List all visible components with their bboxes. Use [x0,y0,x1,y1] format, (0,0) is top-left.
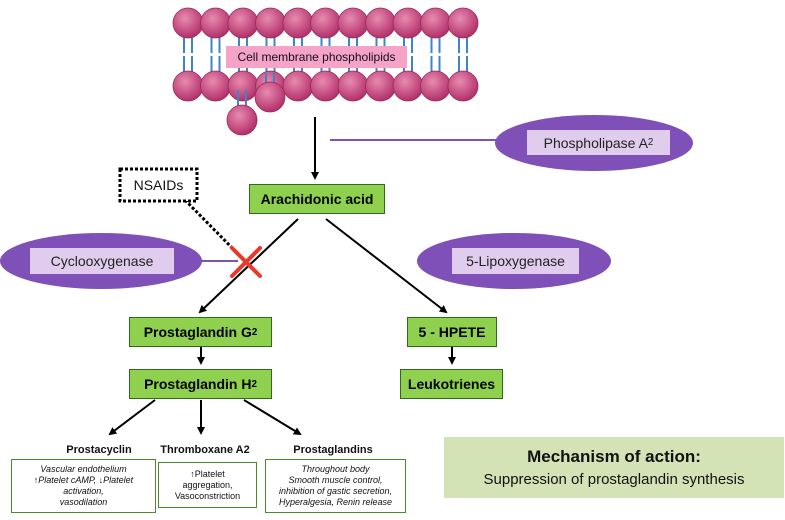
thromboxane-line: Vasoconstriction [174,490,241,501]
cyclooxygenase-text: Cyclooxygenase [50,253,154,269]
phospholipid-head [282,7,314,39]
hpete-node: 5 - HPETE [407,317,497,347]
arrow-pgh2-to-prostaglandins [243,399,302,436]
prostacyclin-line: ↑Platelet cAMP, ↓Platelet [33,475,134,485]
phospholipid-head [227,70,259,102]
prostaglandins-line: inhibition of gastic secretion, [278,486,393,496]
prostaglandins-line: Smooth muscle control, [288,475,383,485]
hpete-text: 5 - HPETE [418,324,486,340]
phospholipid-bilayer [172,7,479,136]
nsaids-label: NSAIDs [122,171,195,199]
membrane-label: Cell membrane phospholipids [226,46,407,68]
arachidonic-acid-node: Arachidonic acid [249,184,385,214]
phospholipid-head [254,81,286,113]
prostaglandin-g2-subscript: 2 [251,326,258,338]
inhibition-cross-icon [230,246,262,278]
phospholipid-head [365,7,396,39]
prostaglandins-heading-text: Prostaglandins [293,444,373,456]
phospholipid-head [337,70,369,102]
prostacyclin-line: Vascular endothelium [40,464,127,474]
phospholipid-head [227,7,259,39]
thromboxane-heading-text: Thromboxane A2 [160,444,250,456]
prostaglandins-effects-box: Throughout body Smooth muscle control, i… [265,459,406,513]
prostaglandins-line: Hyperalgesia, Renin release [278,497,393,507]
phospholipase-text: Phospholipase A [543,134,648,151]
prostaglandin-g2-text: Prostaglandin G [143,324,252,340]
phospholipid-head [255,7,286,39]
prostaglandins-heading: Prostaglandins [272,442,394,458]
phospholipid-head [420,7,451,39]
phospholipid-head [420,70,451,102]
phospholipid-head [226,104,258,136]
prostacyclin-effects-box: Vascular endothelium ↑Platelet cAMP, ↓Pl… [11,459,156,513]
prostaglandin-h2-subscript: 2 [251,378,257,390]
prostacyclin-line: activation, [63,486,104,496]
arrow-arachidonic-to-hpete [325,218,448,314]
phospholipid-head [172,70,204,102]
phospholipid-head [282,70,314,102]
phospholipid-head [172,7,204,39]
phospholipid-head [310,70,341,102]
phospholipid-head [337,7,369,39]
arrow-pgh2-to-prostacyclin [108,399,156,436]
thromboxane-effects-box: ↑Platelet aggregation, Vasoconstriction [158,462,257,508]
prostaglandins-line: Throughout body [301,464,370,474]
prostacyclin-heading: Prostacyclin [38,442,160,458]
prostacyclin-line: vasodilation [59,497,108,507]
leukotrienes-text: Leukotrienes [407,376,496,392]
mechanism-title: Mechanism of action: [527,447,701,466]
phospholipase-subscript: 2 [647,137,654,148]
cyclooxygenase-label: Cyclooxygenase [30,248,174,274]
phospholipid-head [310,7,341,39]
leukotrienes-node: Leukotrienes [400,369,503,399]
prostaglandin-h2-text: Prostaglandin H [144,376,252,392]
phospholipid-head [392,7,424,39]
phospholipid-head [392,70,424,102]
nsaids-box-border [118,167,199,203]
thromboxane-heading: Thromboxane A2 [150,442,260,458]
arachidonic-acid-text: Arachidonic acid [260,191,374,207]
thromboxane-line: ↑Platelet [190,468,225,479]
thromboxane-line: aggregation, [182,479,233,490]
mechanism-of-action-box: Mechanism of action: Suppression of pros… [444,437,784,498]
lipoxygenase-label: 5-Lipoxygenase [452,248,579,274]
phospholipid-head [447,70,479,102]
phospholipid-head [447,7,479,39]
phospholipid-head [200,70,231,102]
nsaids-text: NSAIDs [133,177,184,193]
lipoxygenase-text: 5-Lipoxygenase [466,253,565,269]
phospholipid-head [200,7,231,39]
phospholipid-head [365,70,396,102]
mechanism-subtitle: Suppression of prostaglandin synthesis [483,471,745,488]
prostacyclin-heading-text: Prostacyclin [66,444,132,456]
membrane-label-text: Cell membrane phospholipids [237,50,396,64]
